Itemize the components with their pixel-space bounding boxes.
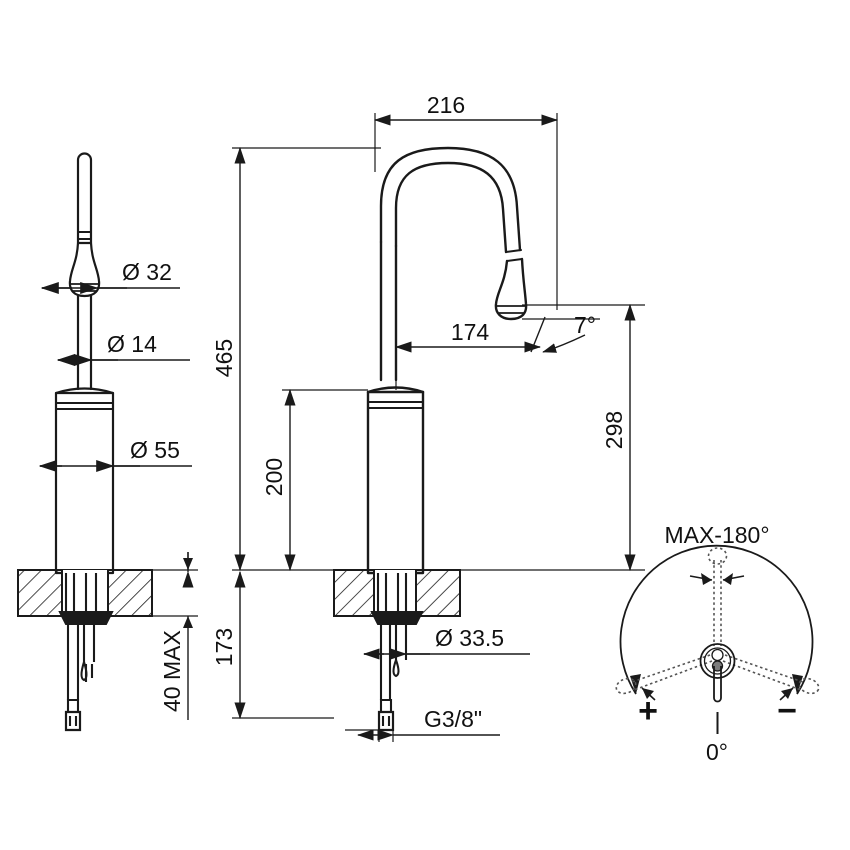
handle-bulb [68, 241, 101, 298]
center-view-dimensions [232, 113, 645, 742]
dim-200 [282, 388, 368, 572]
label-zero-degrees: 0° [706, 739, 728, 765]
left-view-dimensions [38, 282, 198, 720]
right-view-labels: MAX-180° 0° + − [638, 522, 797, 765]
label-465: 465 [211, 339, 237, 377]
label-dia14: Ø 14 [107, 331, 157, 357]
dim-174 [394, 316, 546, 390]
dim-angle-7 [522, 318, 600, 353]
label-max-rotation: MAX-180° [664, 522, 769, 548]
handle-lever [76, 152, 93, 245]
center-undercounter-assembly [370, 573, 424, 732]
label-200: 200 [261, 458, 287, 496]
left-hose-fitting [64, 710, 82, 732]
mounting-nut [58, 610, 114, 626]
label-plus-sign: + [638, 692, 658, 730]
dim-465 [232, 146, 381, 572]
rotation-hub [699, 643, 736, 679]
label-dia55: Ø 55 [130, 437, 180, 463]
label-dia32: Ø 32 [122, 259, 172, 285]
gooseneck-outer-wall [379, 146, 522, 252]
dim-thread [345, 718, 500, 742]
dim-173 [232, 570, 334, 720]
center-mounting-nut [370, 610, 424, 626]
handle-stem [76, 294, 93, 391]
nozzle-axis-line [530, 316, 546, 353]
label-173: 173 [211, 628, 237, 666]
ghost-lever-left [615, 654, 713, 695]
label-angle7: 7° [574, 312, 596, 338]
spout-nozzle [494, 257, 528, 321]
label-174: 174 [451, 319, 490, 345]
label-40max: 40 MAX [159, 630, 185, 712]
center-front-view [366, 146, 528, 575]
dim-40max [152, 552, 198, 720]
label-thread: G3/8" [424, 706, 482, 732]
label-298: 298 [601, 411, 627, 449]
dim-298 [460, 303, 645, 572]
right-rotation-view [615, 544, 820, 734]
ghost-lever-up [707, 547, 728, 646]
left-undercounter-assembly [58, 573, 114, 732]
current-lever-0deg [713, 666, 722, 703]
rotation-arc-arrow-right [792, 674, 803, 694]
ghost-lever-right [722, 654, 820, 695]
body-top-cap [54, 387, 115, 395]
dim-216 [373, 113, 559, 310]
minus-direction-arrow [779, 687, 794, 701]
left-view-dimension-labels: Ø 32 Ø 14 Ø 55 40 MAX [107, 259, 185, 712]
rotation-arc [619, 544, 814, 695]
label-dia335: Ø 33.5 [435, 625, 504, 651]
center-view-dimension-labels: 216 465 200 173 174 298 7° Ø 33.5 G3/8" [211, 92, 627, 732]
label-216: 216 [427, 92, 465, 118]
rotation-top-arrows [689, 573, 745, 585]
gooseneck-inner-wall [394, 161, 508, 254]
plus-direction-arrow [641, 687, 656, 701]
label-minus-sign: − [777, 692, 797, 730]
